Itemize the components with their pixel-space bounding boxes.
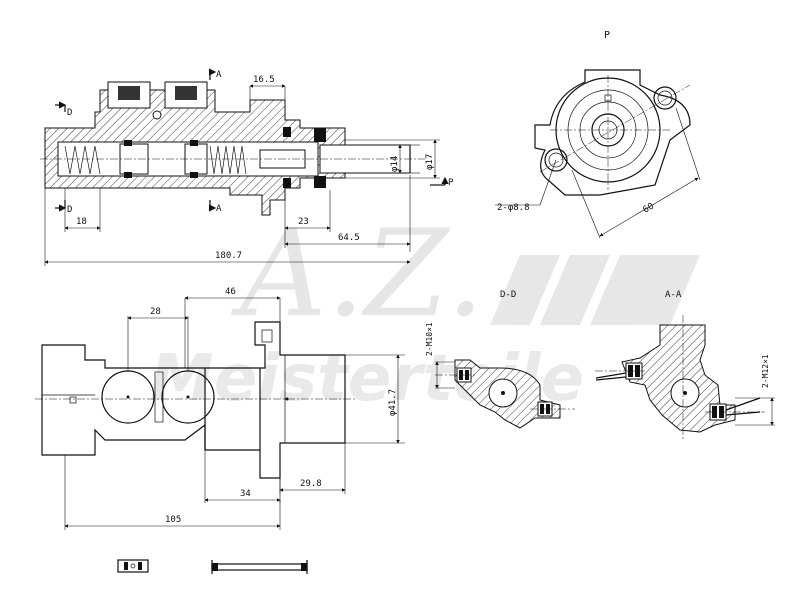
- dim-phi17: φ17: [425, 154, 435, 170]
- section-view-top: [40, 81, 425, 216]
- dimensions-plan: 46 28 φ41.7 29.8 34 105: [64, 287, 405, 530]
- dim-28: 28: [150, 307, 161, 317]
- dimensions-top: 16.5 18 23 64.5 180.7 φ14 φ17: [44, 75, 440, 266]
- dim-bolt: 2-φ8.8: [497, 203, 530, 213]
- small-parts: [117, 559, 308, 574]
- section-aa-title: A-A: [665, 290, 682, 300]
- section-dd-title: D-D: [500, 290, 516, 300]
- section-aa-thread: 2-M12×1: [761, 354, 770, 388]
- dim-180-7: 180.7: [215, 251, 242, 261]
- marker-a-bottom: A: [216, 204, 222, 214]
- marker-d-top: D: [67, 108, 72, 118]
- dim-64-5: 64.5: [338, 233, 360, 243]
- dim-60: 60: [642, 202, 656, 216]
- watermark-brand: A.Z.: [230, 205, 484, 344]
- watermark: A.Z. Meisterteile: [150, 205, 700, 416]
- dim-23: 23: [298, 217, 309, 227]
- section-aa: A-A 2-M12×1: [595, 290, 775, 440]
- end-view-title: P: [604, 30, 610, 41]
- marker-a-top: A: [216, 70, 222, 80]
- dim-105: 105: [165, 515, 181, 525]
- watermark-stripes: [490, 255, 700, 325]
- end-view-p: P 2-φ8.8 60: [495, 30, 701, 239]
- marker-d-bottom: D: [67, 205, 72, 215]
- dim-34: 34: [240, 489, 251, 499]
- section-dd-thread: 2-M10×1: [425, 322, 434, 356]
- dim-phi41-7: φ41.7: [388, 389, 398, 416]
- dim-29-8: 29.8: [300, 479, 322, 489]
- section-dd: D-D 2-M10×1: [425, 290, 575, 429]
- dim-phi14: φ14: [390, 156, 400, 172]
- dim-18: 18: [76, 217, 87, 227]
- dim-46: 46: [225, 287, 236, 297]
- pin-part: [211, 560, 308, 574]
- seal-part: [117, 559, 149, 573]
- dim-16-5: 16.5: [253, 75, 275, 85]
- marker-p: P: [448, 178, 454, 188]
